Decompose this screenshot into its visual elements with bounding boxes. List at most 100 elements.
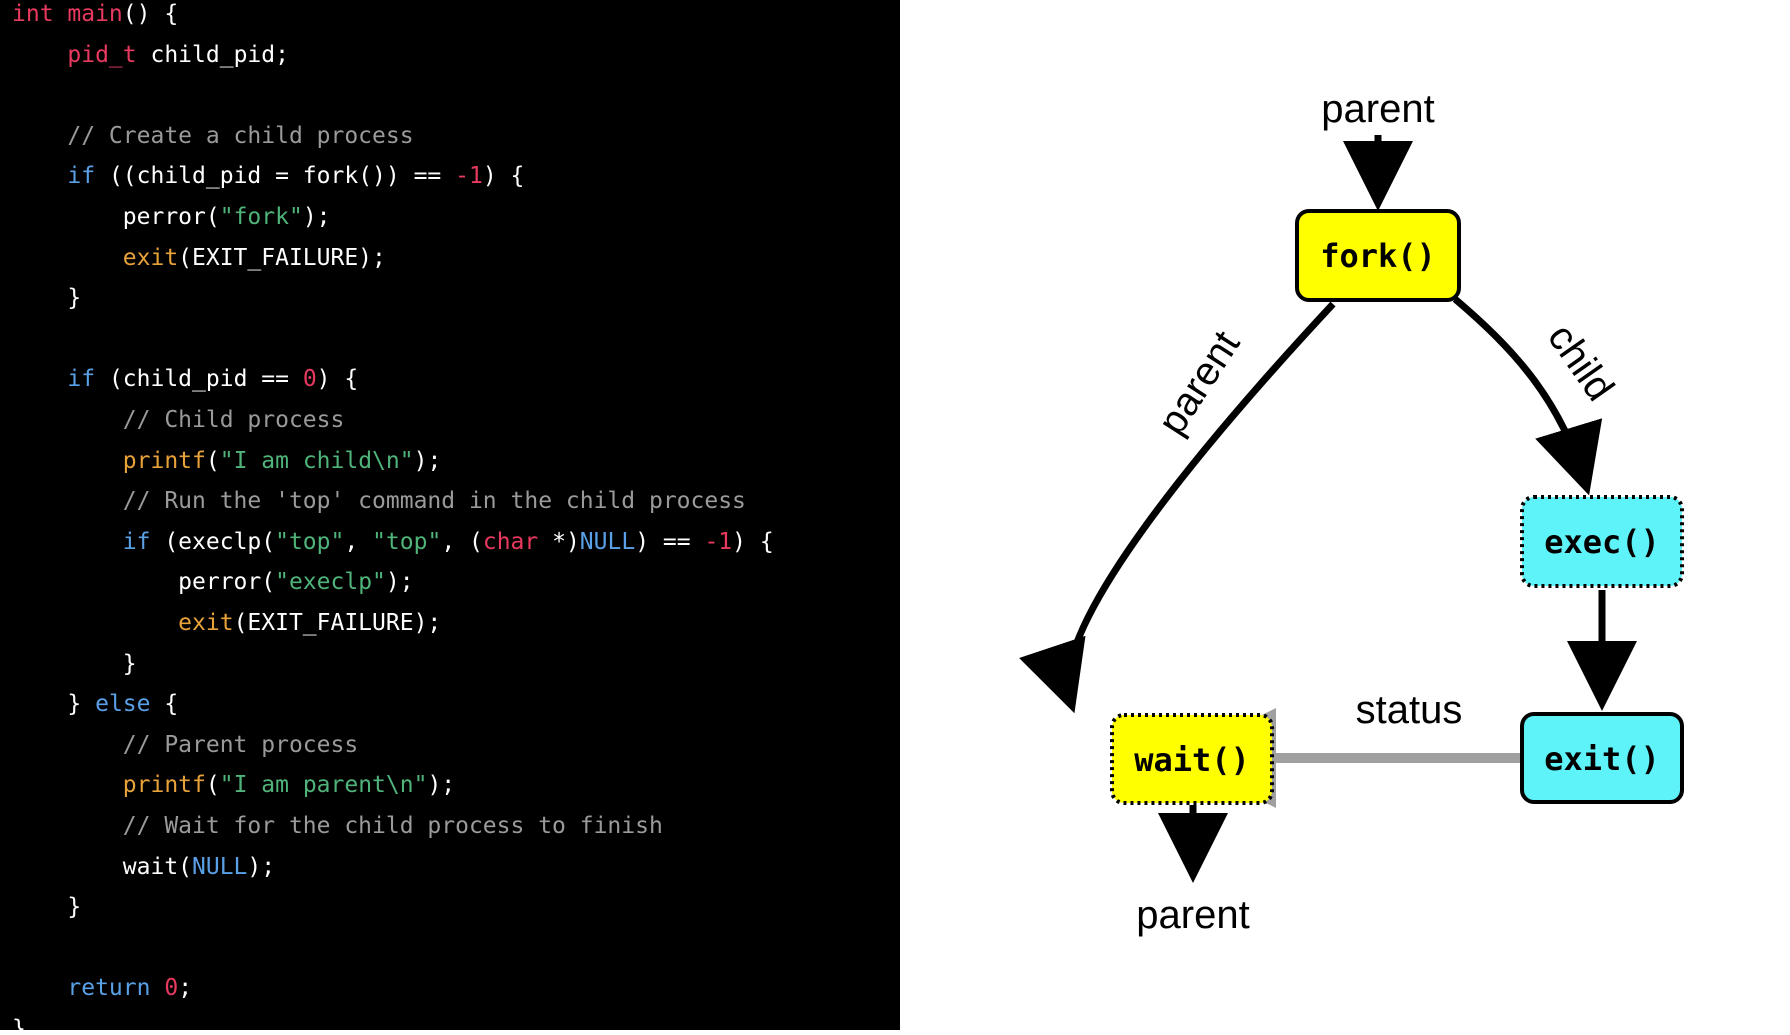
code-token: // Parent process [12, 731, 359, 758]
code-token: ; [178, 975, 193, 1002]
code-token: 0 [164, 975, 179, 1002]
code-token: -1 [704, 528, 733, 555]
exit-node-label: exit() [1544, 740, 1660, 778]
code-token: } [12, 650, 137, 677]
code-token: if [67, 366, 96, 393]
code-token: } [12, 894, 82, 921]
code-line: perror("fork"); [12, 197, 331, 237]
code-line: } [12, 1009, 26, 1030]
code-token [12, 448, 123, 474]
exit-node: exit() [1520, 712, 1684, 804]
code-token: (execlp( [150, 528, 276, 555]
code-token: ); [302, 204, 331, 230]
code-token: } [12, 691, 96, 718]
fork-node: fork() [1295, 209, 1461, 302]
code-token: ); [413, 447, 442, 474]
code-line: if (execlp("top", "top", (char *)NULL) =… [12, 522, 774, 562]
code-line: printf("I am child\n"); [12, 441, 442, 481]
fork-node-label: fork() [1320, 237, 1436, 275]
code-line: // Parent process [12, 725, 358, 765]
code-line: } [12, 278, 81, 318]
code-token: (EXIT_FAILURE); [233, 610, 442, 636]
code-token: "top" [372, 528, 442, 555]
code-token: wait( [12, 853, 193, 880]
code-token [12, 529, 123, 555]
process-diagram: parent parent child status parent fork()… [900, 0, 1790, 1030]
code-line: int main() { [12, 0, 178, 34]
code-token: ((child_pid = fork()) == [95, 163, 456, 190]
code-line: exit(EXIT_FAILURE); [12, 603, 441, 643]
parent-edge-label: parent [1150, 323, 1249, 442]
code-token: perror( [12, 569, 276, 596]
parent-bottom-label: parent [1136, 893, 1249, 937]
code-token [12, 245, 123, 271]
code-token: if [122, 528, 151, 555]
fork-to-wait-arrow [1019, 301, 1336, 714]
code-token: NULL [192, 853, 248, 880]
child-edge-label: child [1539, 316, 1622, 409]
code-token: else [95, 691, 151, 718]
wait-node: wait() [1110, 713, 1274, 805]
code-token: ( [205, 447, 220, 474]
code-line: wait(NULL); [12, 847, 275, 887]
code-line: pid_t child_pid; [12, 35, 289, 75]
code-token: exit [178, 610, 234, 636]
code-token [12, 163, 67, 189]
code-token: (child_pid == [95, 366, 303, 393]
code-token [12, 772, 123, 798]
code-token [12, 366, 67, 392]
code-token: // Create a child process [12, 122, 414, 149]
code-token: ) == [635, 528, 705, 555]
code-token: { [150, 691, 179, 718]
code-line: // Run the 'top' command in the child pr… [12, 481, 746, 521]
code-token: "execlp" [275, 569, 386, 596]
code-token: "fork" [219, 204, 303, 230]
code-token: "top" [275, 528, 345, 555]
code-token: , ( [441, 528, 483, 555]
code-line: if ((child_pid = fork()) == -1) { [12, 156, 524, 196]
code-token: ) { [482, 163, 525, 190]
code-token: printf [122, 447, 206, 474]
status-edge-label: status [1356, 688, 1463, 732]
code-line: printf("I am parent\n"); [12, 765, 455, 805]
code-token: // Wait for the child process to finish [12, 813, 663, 839]
code-token: 0 [302, 366, 317, 393]
code-token: main [67, 1, 123, 27]
code-line: perror("execlp"); [12, 562, 414, 602]
code-token: } [12, 1016, 26, 1030]
code-token: } [12, 285, 82, 312]
code-token: , [344, 528, 373, 555]
code-token [12, 42, 67, 68]
code-token: char [482, 528, 539, 555]
code-line: } [12, 887, 81, 927]
code-token: printf [122, 772, 206, 799]
wait-node-label: wait() [1134, 741, 1250, 779]
code-panel: int main() { pid_t child_pid; // Create … [0, 0, 900, 1030]
parent-top-label: parent [1321, 87, 1434, 131]
code-token: ); [247, 853, 276, 880]
code-token: ) { [316, 366, 359, 393]
code-line: if (child_pid == 0) { [12, 359, 358, 399]
code-token: ); [385, 569, 414, 596]
code-token [12, 975, 67, 1001]
code-line: } else { [12, 684, 178, 724]
code-token: child_pid; [136, 41, 289, 68]
code-line: // Child process [12, 400, 345, 440]
code-token: pid_t [67, 41, 137, 68]
diagram-canvas: parent parent child status parent fork()… [1019, 87, 1684, 937]
code-line: // Wait for the child process to finish [12, 806, 663, 846]
code-token: -1 [455, 163, 483, 190]
code-token [12, 610, 178, 636]
code-token: // Child process [12, 407, 345, 433]
code-token: "I am child\n" [219, 447, 414, 474]
code-token: exit [122, 244, 179, 271]
code-token: ) { [732, 528, 774, 555]
code-token: // Run the 'top' command in the child pr… [12, 488, 746, 515]
code-token: (EXIT_FAILURE); [178, 244, 386, 271]
code-token: if [67, 163, 96, 190]
code-token: ); [427, 772, 456, 799]
code-line: // Create a child process [12, 116, 414, 156]
code-line: } [12, 644, 137, 684]
code-line: exit(EXIT_FAILURE); [12, 238, 386, 278]
exec-node: exec() [1520, 495, 1684, 588]
